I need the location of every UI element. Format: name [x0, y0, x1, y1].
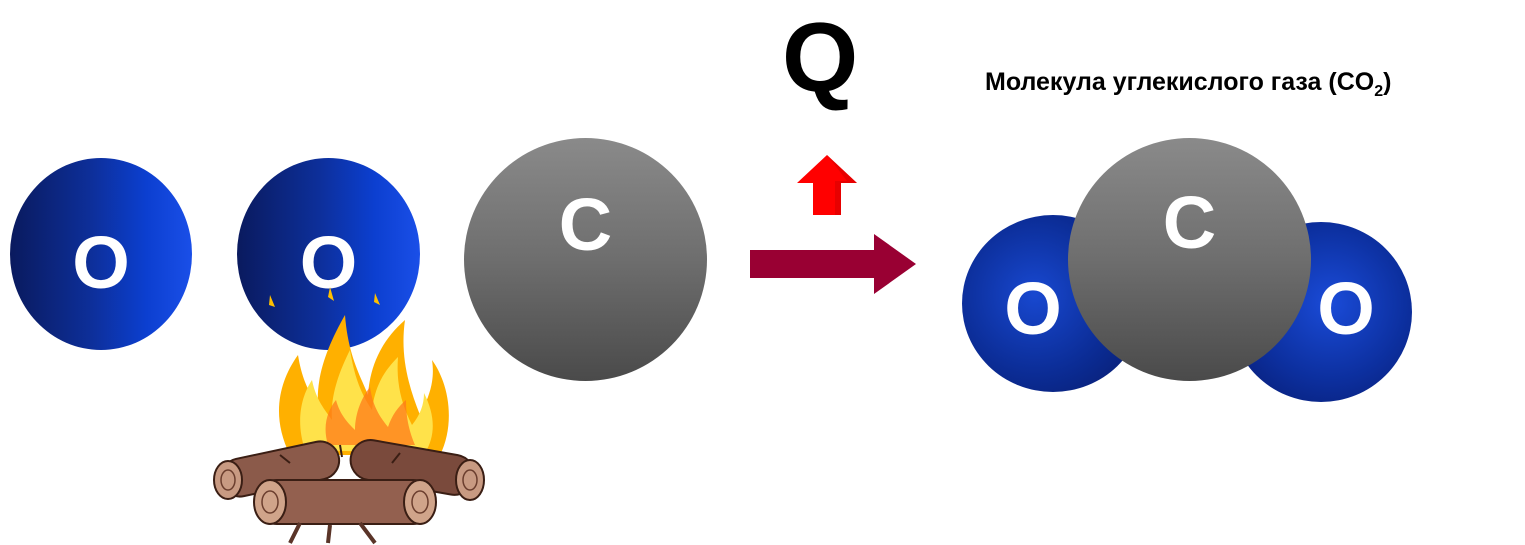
campfire-icon [213, 287, 485, 545]
carbon-atom-label: C [558, 183, 613, 266]
up-arrow-icon [797, 155, 857, 215]
heat-symbol: Q [782, 2, 859, 112]
oxygen-atom-1-label: O [72, 221, 130, 304]
oxygen-atom-2: O [237, 158, 420, 350]
logs [213, 439, 485, 545]
flames [269, 287, 449, 455]
oxygen-atom-1: O [10, 158, 192, 350]
molecule-label: Молекула углекислого газа (CO2) [985, 68, 1391, 101]
molecule-oxygen-right-label: O [1317, 267, 1375, 350]
molecule-oxygen-left-label: O [1004, 266, 1062, 350]
molecule-label-main: Молекула углекислого газа (CO [985, 68, 1375, 96]
oxygen-atom-2-label: O [299, 221, 358, 304]
carbon-atom: C [464, 138, 707, 381]
molecule-label-subscript: 2 [1374, 83, 1384, 100]
molecule-carbon: C [1068, 138, 1311, 381]
molecule-carbon-label: C [1162, 181, 1217, 264]
molecule-label-end: ) [1383, 68, 1392, 96]
right-arrow-icon [750, 234, 916, 294]
